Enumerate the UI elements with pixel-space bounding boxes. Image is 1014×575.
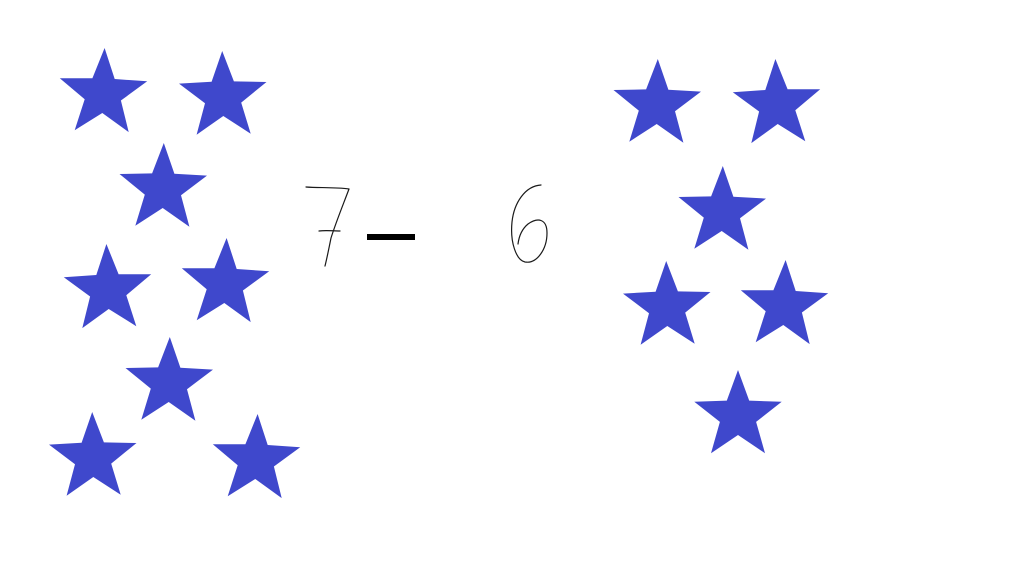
equation	[305, 184, 548, 267]
left-star	[59, 48, 148, 133]
left-star	[119, 143, 207, 227]
left-star	[212, 414, 301, 499]
right-star	[623, 261, 711, 345]
left-star	[49, 412, 137, 496]
right-star	[732, 59, 821, 144]
right-star	[613, 59, 701, 143]
left-star	[63, 244, 152, 329]
right-star	[678, 166, 766, 250]
right-star	[740, 260, 829, 345]
right-star-group	[613, 59, 829, 454]
left-star-group	[49, 48, 301, 499]
right-star	[694, 370, 782, 454]
left-star	[125, 337, 213, 421]
left-star	[179, 51, 267, 135]
digit-seven	[305, 186, 350, 267]
left-star	[181, 238, 270, 323]
digit-six	[511, 184, 548, 263]
